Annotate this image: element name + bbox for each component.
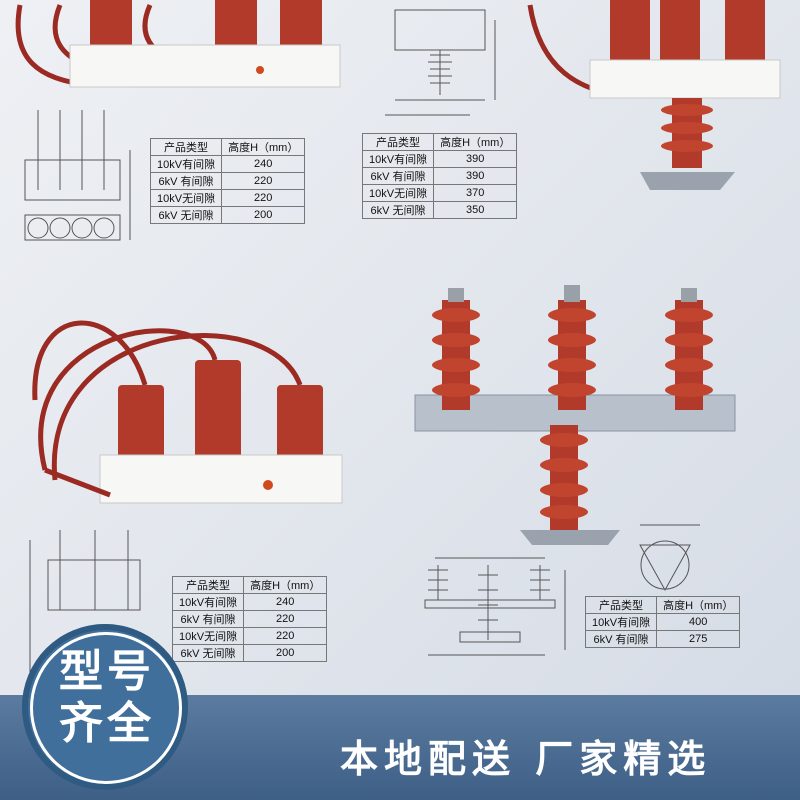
cell-height: 240 [243,593,328,611]
schematic-bottom-left [29,530,141,690]
cell-height: 220 [221,189,306,207]
cell-type: 6kV 无间隙 [361,201,435,219]
table-header: 产品类型 [149,138,223,156]
cell-type: 6kV 无间隙 [149,206,223,224]
table-header: 高度H（mm） [243,576,328,594]
product-illustrations [15,0,781,690]
cell-type: 10kV无间隙 [149,189,223,207]
footer-slogan: 本地配送 厂家精选 [340,737,712,781]
cell-height: 220 [221,172,306,190]
schematic-top-left [24,110,131,241]
table-header: 产品类型 [171,576,245,594]
cell-height: 200 [243,644,328,662]
table-header: 高度H（mm） [221,138,306,156]
cell-type: 10kV有间隙 [171,593,245,611]
cell-height: 390 [433,150,518,168]
badge-ring [30,632,182,784]
cell-height: 390 [433,167,518,185]
table-header: 产品类型 [361,133,435,151]
cell-type: 6kV 有间隙 [171,610,245,628]
cell-type: 6kV 有间隙 [361,167,435,185]
cell-type: 10kV无间隙 [361,184,435,202]
cell-height: 220 [243,610,328,628]
cell-type: 10kV有间隙 [361,150,435,168]
arrester-top-right [527,0,781,190]
cell-type: 6kV 有间隙 [584,630,658,648]
cell-type: 10kV无间隙 [171,627,245,645]
table-header: 产品类型 [584,596,658,614]
cell-height: 240 [221,155,306,173]
cell-height: 370 [433,184,518,202]
arrester-top-left [15,0,341,88]
table-header: 高度H（mm） [433,133,518,151]
cell-type: 10kV有间隙 [584,613,658,631]
arrester-middle-left [32,320,343,504]
cell-type: 6kV 有间隙 [149,172,223,190]
flange-diagram [639,524,700,592]
cell-height: 400 [656,613,741,631]
cell-height: 200 [221,206,306,224]
cell-type: 6kV 无间隙 [171,644,245,662]
cell-height: 275 [656,630,741,648]
badge-line-1: 型号 [59,646,155,697]
cell-height: 220 [243,627,328,645]
badge-line-2: 齐全 [59,698,155,749]
cell-height: 350 [433,201,518,219]
schematic-top-middle [385,9,496,116]
table-header: 高度H（mm） [656,596,741,614]
schematic-bottom-middle [424,557,566,656]
arrester-center-assembly [414,285,736,545]
cell-type: 10kV有间隙 [149,155,223,173]
